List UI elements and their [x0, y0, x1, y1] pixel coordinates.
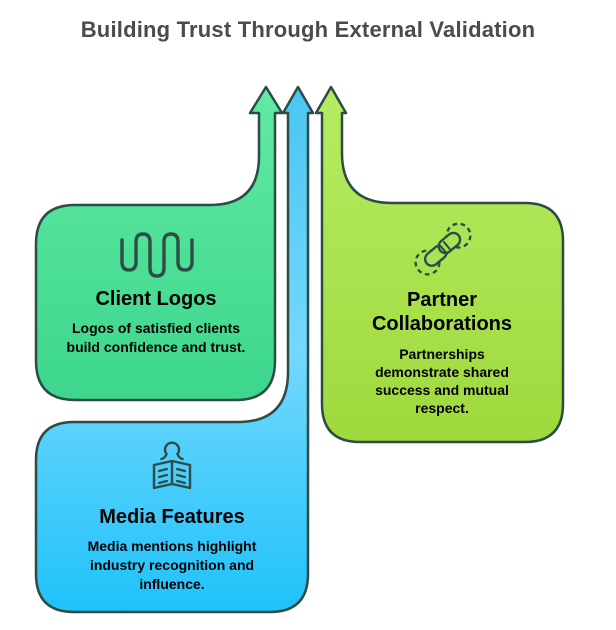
waveform-logo-icon	[116, 227, 198, 283]
media-features-card-shape	[34, 85, 315, 614]
partner-collaborations-card-body: Partnerships demonstrate shared success …	[375, 346, 509, 416]
client-logos-card-body: Logos of satisfied clients build confide…	[66, 320, 246, 355]
client-logos-card-title: Client Logos	[95, 288, 217, 310]
media-features-card-title: Media Features	[99, 506, 245, 528]
client-logos-card-shape	[34, 85, 284, 402]
page-title: Building Trust Through External Validati…	[80, 17, 536, 42]
newspaper-reader-icon	[146, 440, 198, 496]
media-features-card-body: Media mentions highlight industry recogn…	[87, 538, 257, 592]
handshake-gears-icon	[412, 218, 474, 280]
partner-collaborations-card-title: Partner Collaborations	[371, 289, 512, 335]
